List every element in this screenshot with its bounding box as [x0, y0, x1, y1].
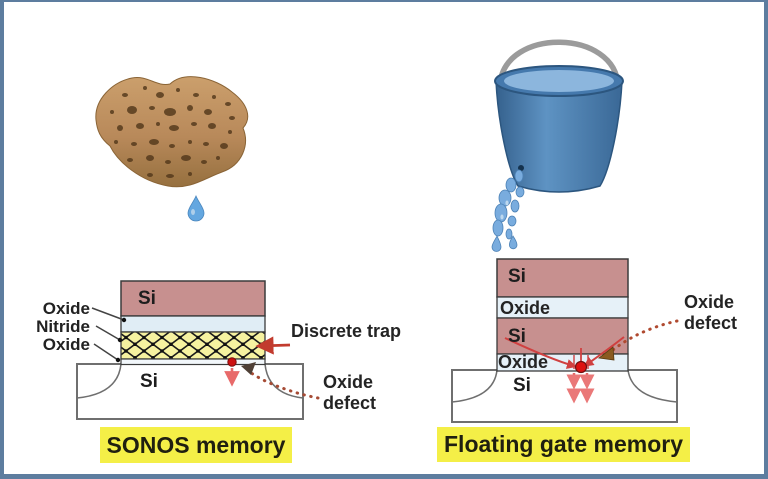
leakage-arrows-right	[566, 373, 595, 404]
discrete-trap-label: Discrete trap	[291, 321, 402, 341]
sonos-stack-diagram	[76, 280, 320, 420]
caption-sonos-memory: SONOS memory	[100, 427, 292, 463]
sonos-tunnel-oxide-layer	[120, 358, 266, 366]
sponge-pores	[110, 86, 235, 178]
bucket-hole	[518, 165, 524, 171]
fg-control-gate-si-label: Si	[508, 266, 526, 287]
sonos-gate-si-label: Si	[138, 288, 156, 309]
label-nitride: Nitride	[36, 317, 90, 336]
layer-leader-lines	[91, 307, 125, 361]
sonos-gate-si-layer	[120, 280, 266, 317]
sonos-substrate	[76, 363, 304, 420]
oxide-defect-label-right: Oxide defect	[684, 292, 738, 333]
oxide-defect-arrowhead-right	[598, 346, 615, 361]
charge-flow-arrows	[504, 336, 625, 369]
fg-floating-gate-si-label: Si	[508, 326, 526, 347]
fg-substrate-si-label: Si	[513, 375, 531, 396]
oxide-defect-label-left: Oxide defect	[323, 372, 377, 413]
sonos-nitride-trap-layer	[120, 331, 266, 360]
bucket-icon	[494, 39, 624, 193]
fg-top-oxide-label: Oxide	[500, 298, 551, 318]
discrete-trap-arrow	[255, 336, 291, 355]
water-leak-icon	[491, 169, 525, 252]
oxide-defect-dotted-arrow-left	[248, 370, 320, 400]
oxide-defect-dotted-arrow-right	[611, 319, 679, 352]
caption-floating-gate-memory: Floating gate memory	[437, 427, 690, 462]
oxide-defect-dot-right	[574, 360, 588, 374]
sonos-substrate-si-label: Si	[140, 371, 158, 392]
label-oxide-bottom: Oxide	[42, 335, 90, 354]
floating-gate-stack-diagram	[451, 258, 679, 423]
sponge-icon	[95, 76, 249, 188]
oxide-defect-dot-left	[227, 357, 237, 367]
fg-substrate	[451, 369, 678, 423]
sonos-blocking-oxide-layer	[120, 315, 266, 333]
oxide-defect-arrowhead-left	[241, 362, 256, 375]
label-oxide-top: Oxide	[42, 299, 90, 318]
bucket-handle	[497, 39, 621, 89]
fg-floating-gate-si-layer	[496, 317, 629, 355]
fg-tunnel-oxide-label: Oxide	[498, 352, 549, 372]
water-drop-icon	[187, 194, 205, 222]
